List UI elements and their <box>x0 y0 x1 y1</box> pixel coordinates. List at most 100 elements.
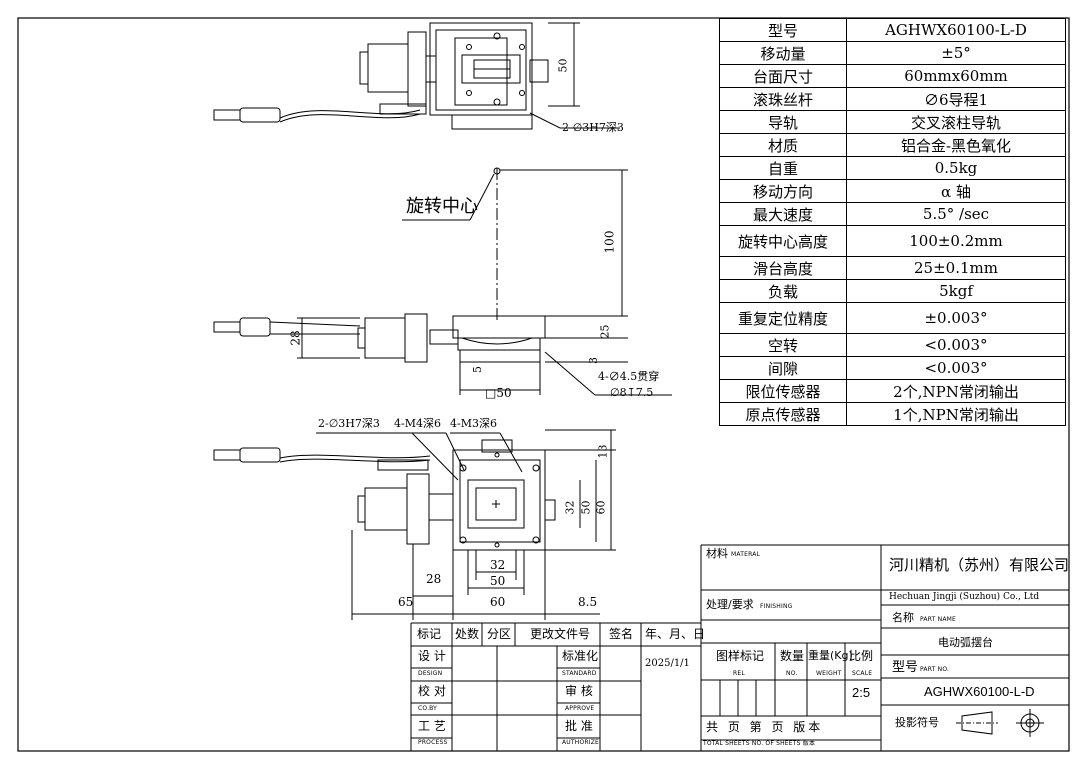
weight-label-en: WEIGHT <box>816 670 842 677</box>
side-dim-25: 25 <box>598 324 612 339</box>
spec-row: 材质铝合金-黑色氧化 <box>719 133 1066 157</box>
spec-key: 滑台高度 <box>719 256 847 280</box>
spec-key: 限位传感器 <box>719 379 847 403</box>
spec-value: 铝合金-黑色氧化 <box>846 133 1066 157</box>
finishing-label-en: FINISHING <box>760 603 793 610</box>
spec-value: 0.5kg <box>846 156 1066 180</box>
spec-key: 负载 <box>719 279 847 303</box>
title-block <box>410 544 1069 751</box>
process-label-en: PROCESS <box>418 739 448 746</box>
spec-row: 重复定位精度±0.003° <box>719 302 1066 334</box>
design-label: 设 计 <box>418 649 446 663</box>
design-date: 2025/1/1 <box>645 658 690 669</box>
spec-key: 自重 <box>719 156 847 180</box>
projection-label: 投影符号 <box>895 716 939 729</box>
spec-row: 导轨交叉滚柱导轨 <box>719 110 1066 134</box>
bottom-dim-32v: 32 <box>563 500 577 515</box>
spec-key: 重复定位精度 <box>719 302 847 334</box>
weight-label: 重量(Kg) <box>808 649 853 662</box>
bottom-note-c: 4-M3深6 <box>450 417 497 430</box>
bottom-dim-65: 65 <box>398 595 414 609</box>
spec-value: ∅6导程1 <box>846 87 1066 111</box>
sheets-label-en: TOTAL SHEETS NO. OF SHEETS 版本 <box>703 740 816 747</box>
bottom-note-a: 2-∅3H7深3 <box>318 417 380 430</box>
part-name-label-en: PART NAME <box>920 616 957 623</box>
approve-label-en: APPROVE <box>565 705 595 712</box>
side-dim-sq50: □50 <box>485 386 512 400</box>
rel-label: 图样标记 <box>716 649 765 663</box>
sheets-label: 共 页 第 页 版本 <box>706 720 824 734</box>
finishing-label: 处理/要求 <box>706 598 754 611</box>
approve-label: 审 核 <box>565 684 593 698</box>
spec-value: ±0.003° <box>846 302 1066 334</box>
spec-value: ±5° <box>846 41 1066 65</box>
spec-value: AGHWX60100-L-D <box>846 18 1066 42</box>
rev-header-sign: 签名 <box>609 627 634 641</box>
spec-key: 原点传感器 <box>719 402 847 426</box>
spec-key: 材质 <box>719 133 847 157</box>
side-hole-note1: 4-∅4.5贯穿 <box>598 370 660 383</box>
process-label: 工 艺 <box>418 719 446 733</box>
material-label: 材料 <box>706 547 728 560</box>
scale-label: 比例 <box>849 649 874 663</box>
standard-label-en: STANDARD <box>562 670 597 677</box>
spec-key: 空转 <box>719 333 847 357</box>
bottom-note-b: 4-M4深6 <box>394 417 441 430</box>
scale-label-en: SCALE <box>852 670 873 677</box>
rev-header-mark: 标记 <box>417 627 442 641</box>
company-name-en: Hechuan Jingji (Suzhou) Co., Ltd <box>889 592 1040 602</box>
spec-key: 旋转中心高度 <box>719 225 847 257</box>
spec-value: 2个,NPN常闭输出 <box>846 379 1066 403</box>
spec-row: 间隙<0.003° <box>719 356 1066 380</box>
bottom-view <box>213 429 616 620</box>
company-name: 河川精机（苏州）有限公司 <box>889 556 1070 574</box>
part-no-label-en: PART NO. <box>920 666 950 673</box>
spec-row: 空转<0.003° <box>719 333 1066 357</box>
spec-key: 导轨 <box>719 110 847 134</box>
top-dim-50: 50 <box>556 58 570 73</box>
authorize-label-en: AUTHORIZE <box>562 739 600 746</box>
spec-value: 25±0.1mm <box>846 256 1066 280</box>
bottom-dim-50v: 50 <box>579 500 593 515</box>
spec-value: 5kgf <box>846 279 1066 303</box>
spec-key: 滚珠丝杆 <box>719 87 847 111</box>
top-hole-note: 2-∅3H7深3 <box>562 121 624 134</box>
spec-value: <0.003° <box>846 356 1066 380</box>
rotation-center-label: 旋转中心 <box>406 196 478 217</box>
side-view <box>213 167 672 396</box>
check-label-en: CO.BY <box>418 705 438 712</box>
spec-value: α 轴 <box>846 179 1066 203</box>
spec-key: 移动量 <box>719 41 847 65</box>
side-dim-28: 28 <box>288 330 303 346</box>
bottom-dim-85: 8.5 <box>578 595 598 609</box>
rev-header-zone: 分区 <box>487 627 512 641</box>
side-dim-100: 100 <box>602 230 617 254</box>
spec-row: 滚珠丝杆∅6导程1 <box>719 87 1066 111</box>
rev-header-doc: 更改文件号 <box>530 627 591 641</box>
scale-value: 2:5 <box>852 685 871 700</box>
side-dim-5: 5 <box>471 366 484 373</box>
part-no-label: 型号 <box>892 660 919 675</box>
bottom-dim-50h: 50 <box>490 574 506 588</box>
part-name-value: 电动弧摆台 <box>938 636 993 649</box>
spec-value: 60mmx60mm <box>846 64 1066 88</box>
standard-label: 标准化 <box>562 649 599 663</box>
top-view <box>213 22 620 130</box>
spec-key: 台面尺寸 <box>719 64 847 88</box>
bottom-dim-60v: 60 <box>594 500 608 515</box>
material-label-en: MATERAL <box>731 551 761 558</box>
qty-label: 数量 <box>780 649 805 663</box>
spec-row: 移动量±5° <box>719 41 1066 65</box>
qty-label-en: NO. <box>786 670 798 677</box>
